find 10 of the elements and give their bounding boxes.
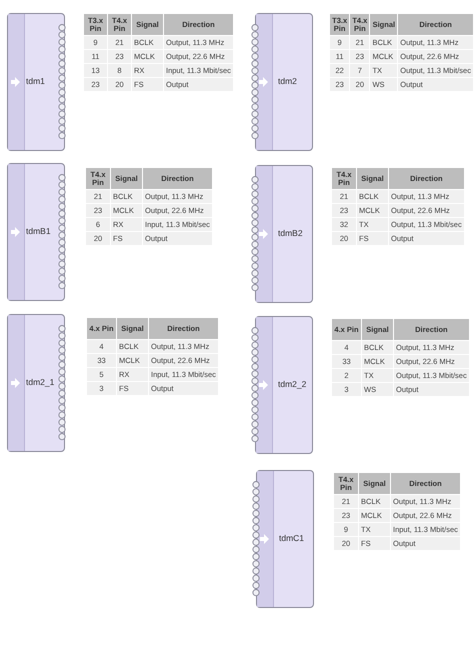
- block-label: tdmC1: [279, 533, 304, 543]
- object-block: [7, 13, 65, 151]
- object-block: [7, 314, 65, 452]
- object-block: [7, 163, 65, 301]
- block-label: tdm2: [278, 76, 297, 86]
- block-label: tdm2_2: [278, 379, 306, 389]
- block-label: tdmB1: [26, 226, 51, 236]
- block-label: tdm2_1: [26, 377, 54, 387]
- block-label: tdmB2: [278, 228, 303, 238]
- block-label: tdm1: [26, 76, 45, 86]
